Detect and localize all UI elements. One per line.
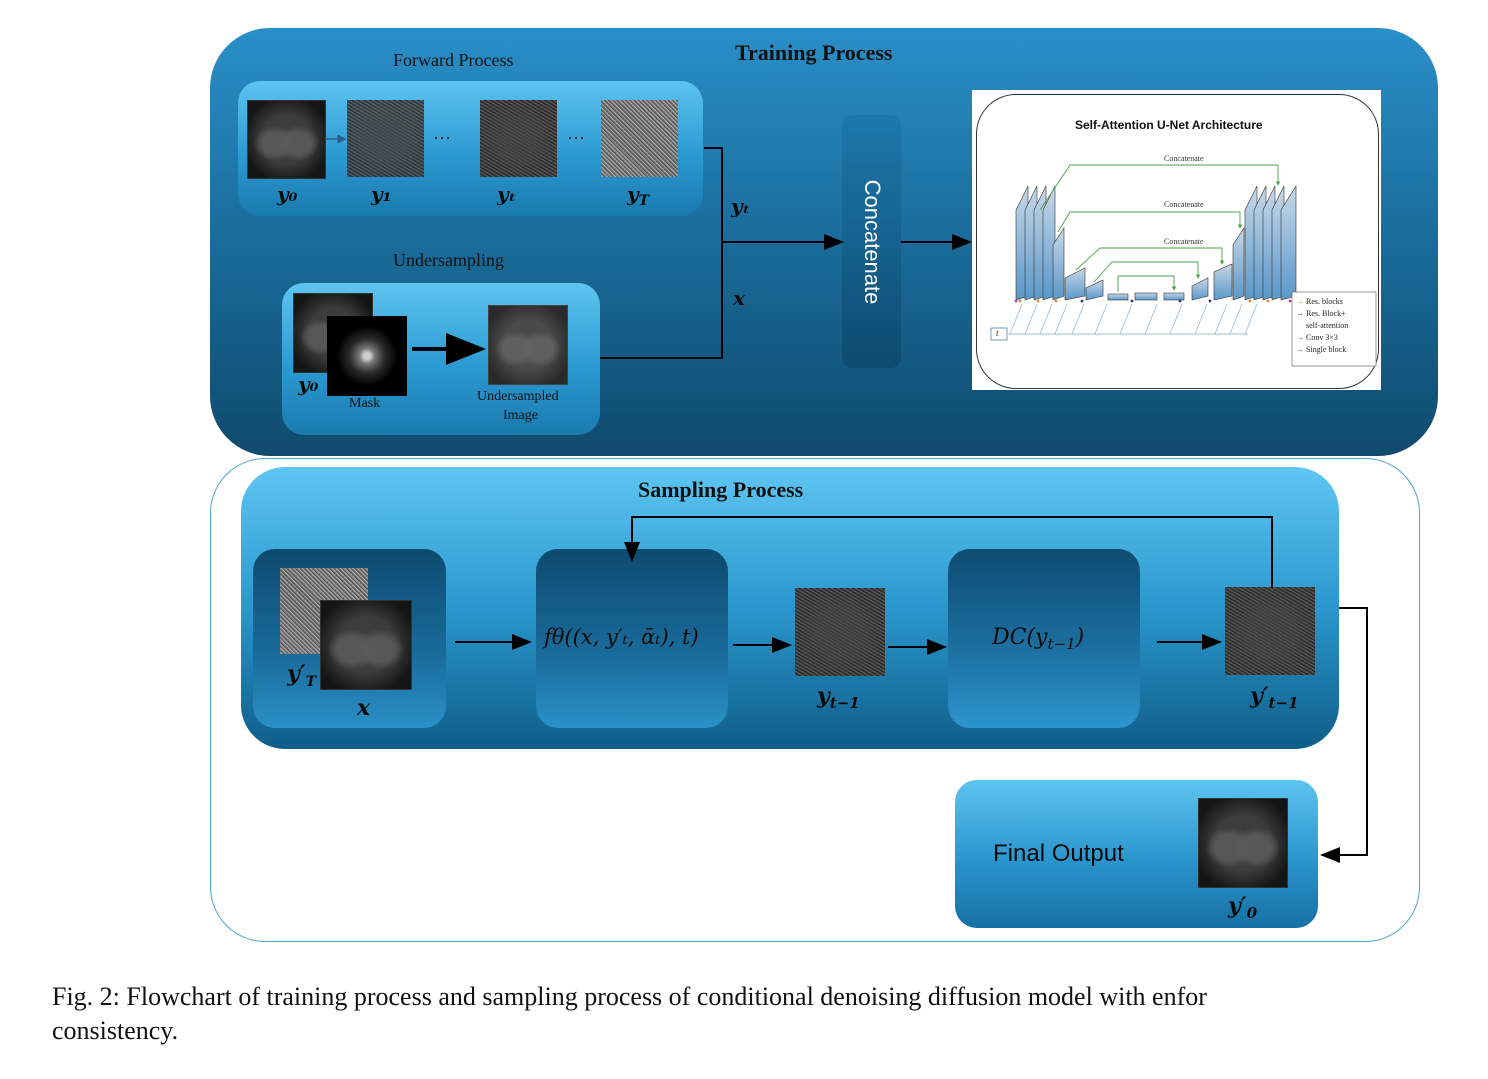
undersampling-title: Undersampling: [393, 250, 504, 270]
image-y1: [347, 100, 424, 177]
image-x-sampling: [320, 600, 412, 690]
unet-concat-3: Concatenate: [1164, 237, 1204, 246]
mask-label: Mask: [349, 396, 381, 411]
unet-title: Self-Attention U-Net Architecture: [1075, 118, 1263, 132]
label-yT: yT: [627, 182, 650, 209]
legend-conv: → Conv 3×3: [1296, 333, 1338, 342]
unet-legend: → Res. blocks → Res. Block+ self-attenti…: [1296, 296, 1348, 356]
arrow-feedback-loop: [624, 516, 1273, 588]
label-y0: y₀: [277, 182, 298, 206]
legend-res-blocks: → Res. blocks: [1296, 297, 1343, 306]
label-yT-prime: y′T: [287, 661, 317, 690]
arrow-label-yt: yₜ: [731, 194, 751, 218]
undersampled-label-1: Undersampled: [477, 389, 559, 404]
concatenate-block: Concatenate: [842, 115, 901, 368]
unet-schematic: [990, 164, 1377, 367]
label-y-prime-tminus1: y′t−1: [1250, 683, 1299, 712]
unet-t-label: t: [996, 328, 999, 338]
line-x: [600, 242, 723, 359]
data-consistency-box: [948, 549, 1140, 728]
arrow-to-final-output: [1320, 607, 1368, 863]
training-process-title: Training Process: [735, 40, 893, 65]
legend-single: → Single block: [1296, 345, 1347, 354]
image-y0: [247, 100, 326, 179]
sampling-process-title: Sampling Process: [638, 477, 804, 502]
label-y1: y₁: [371, 182, 392, 206]
figure-caption: Fig. 2: Flowchart of training process an…: [52, 980, 1488, 1048]
mask-image: [327, 316, 407, 396]
ellipsis-1: ···: [433, 128, 451, 148]
final-output-label: Final Output: [993, 840, 1124, 867]
legend-res-attn-2: self-attention: [1306, 321, 1349, 330]
unet-concat-1: Concatenate: [1164, 154, 1204, 163]
legend-res-attn: → Res. Block+: [1296, 309, 1346, 318]
label-y0-under: y₀: [298, 372, 319, 396]
data-consistency-label: DC(yt−1): [992, 625, 1085, 653]
line-yt: [704, 147, 723, 242]
unet-concat-2: Concatenate: [1164, 200, 1204, 209]
caption-line-2: consistency.: [52, 1016, 179, 1045]
label-yt: yₜ: [497, 182, 517, 206]
image-yT: [601, 100, 678, 177]
caption-line-1: Fig. 2: Flowchart of training process an…: [52, 982, 1207, 1011]
undersampled-image: [488, 305, 568, 385]
image-y-tminus1: [795, 588, 885, 676]
label-y0-prime: y′0: [1228, 893, 1258, 922]
label-y-tminus1: yt−1: [817, 683, 860, 712]
denoiser-label: fθ((x, y′ₜ, ᾱₜ), t): [544, 625, 699, 649]
image-y0-prime: [1198, 798, 1288, 888]
ellipsis-2: ···: [567, 128, 585, 148]
forward-process-title: Forward Process: [393, 50, 514, 70]
label-x-sampling: x: [357, 695, 371, 721]
image-yt: [480, 100, 557, 177]
image-y-prime-tminus1: [1225, 587, 1315, 675]
undersampled-label-2: Image: [503, 408, 538, 423]
arrow-label-x: x: [733, 286, 745, 310]
denoiser-box: [536, 549, 728, 728]
